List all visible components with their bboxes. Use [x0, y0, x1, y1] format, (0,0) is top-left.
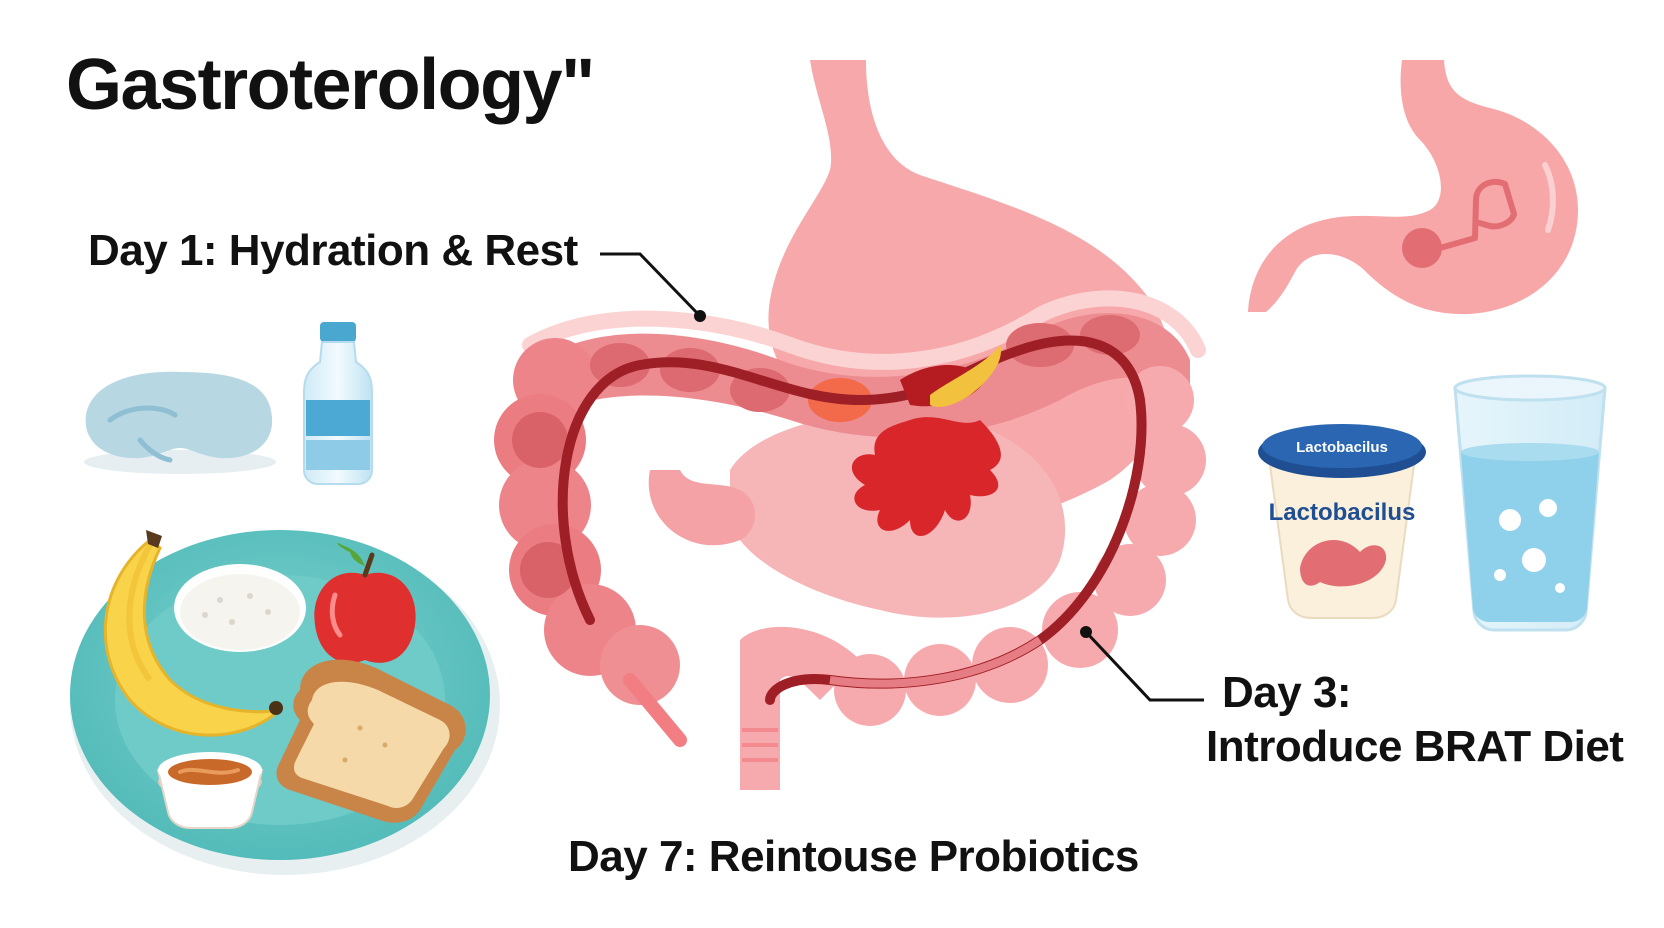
colon-inner-tube-light: [829, 636, 1043, 688]
yogurt-lid-text: Lactobacilus: [1296, 439, 1388, 456]
rice-icon: [174, 564, 306, 652]
colon-outline: [522, 290, 1206, 370]
rectum: [740, 626, 860, 790]
duodenum: [648, 470, 755, 546]
water-bottle-icon: [303, 322, 373, 485]
appendix: [623, 673, 687, 747]
yogurt-icon: [1258, 424, 1426, 619]
day3-leader: [1080, 626, 1204, 702]
page-title: Gastroterology": [66, 45, 595, 125]
inflammation: [851, 345, 1001, 537]
digestive-system: [494, 60, 1206, 790]
brat-plate: [70, 530, 500, 875]
water-glass-icon: [1453, 374, 1607, 632]
applesauce-icon: [156, 752, 264, 829]
day7-label: Day 7: Reintouse Probiotics: [568, 832, 1139, 881]
descending-colon: [834, 366, 1206, 726]
colon-segments: [590, 315, 1140, 422]
rectum-rings: [742, 728, 778, 762]
yogurt-cup-text: Lactobacilus: [1269, 499, 1416, 526]
day3-label-line1: Day 3:: [1222, 668, 1352, 717]
stomach-icon: [1248, 60, 1578, 315]
toast-icon: [276, 659, 466, 823]
apple-icon: [314, 542, 416, 663]
banana-icon: [103, 530, 285, 737]
day1-label: Day 1: Hydration & Rest: [88, 226, 578, 275]
eye-mask-icon: [84, 371, 276, 474]
day1-leader: [600, 252, 706, 322]
day3-label-line2: Introduce BRAT Diet: [1206, 722, 1624, 771]
